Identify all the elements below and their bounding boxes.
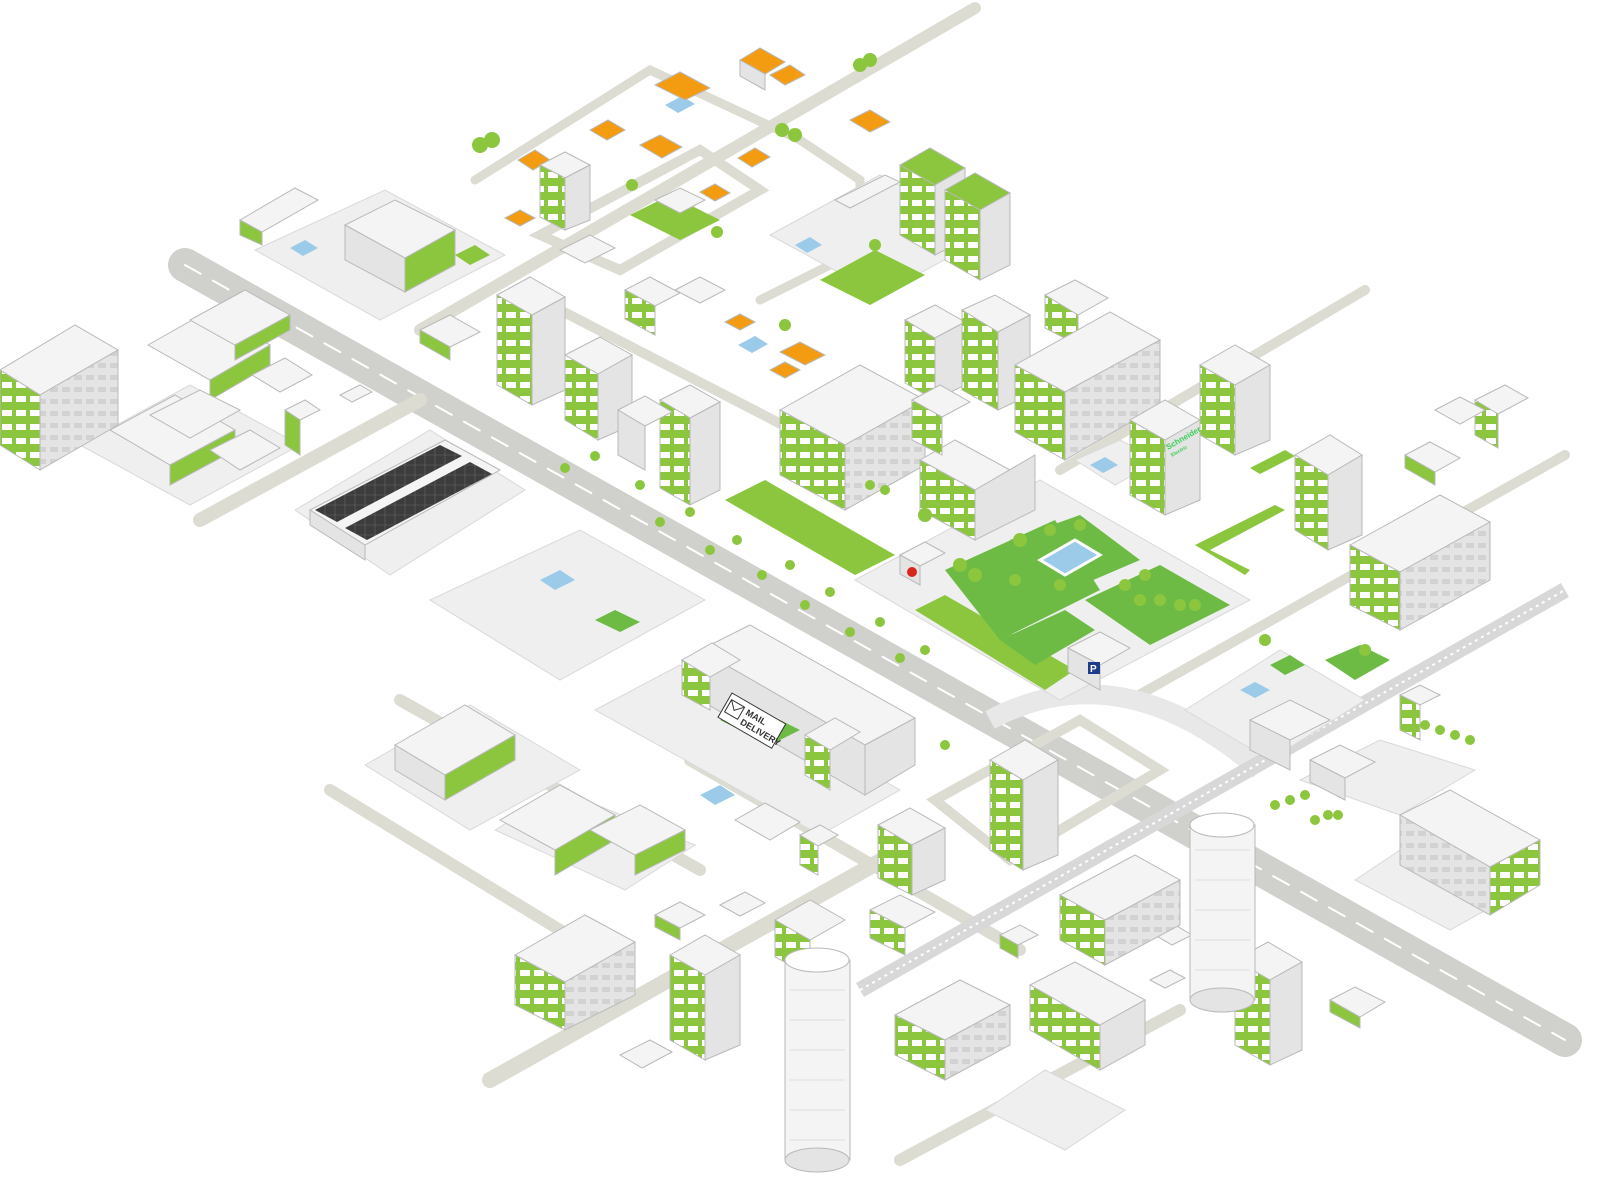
park-lawn-b	[1000, 610, 1095, 665]
lawn-strip-1	[725, 480, 895, 575]
tower-mid	[910, 384, 1036, 541]
office-south-center	[1058, 854, 1182, 966]
cylinder-tower-north	[1189, 812, 1256, 1013]
train-station	[1248, 684, 1442, 801]
mail-delivery-lot	[593, 664, 902, 836]
house-garden	[630, 195, 720, 240]
shed-northwest	[238, 187, 320, 246]
envelope-icon	[723, 699, 746, 721]
lawn-strip-2	[915, 595, 1075, 690]
station-plaza	[1184, 649, 1366, 761]
east-lawn	[1325, 645, 1390, 680]
tower-east-2	[1294, 434, 1363, 551]
parking-lot-west	[428, 529, 707, 681]
empty-lot-south	[984, 1069, 1126, 1151]
tower-east-1	[1198, 344, 1272, 456]
overpass-bridge	[985, 684, 1267, 778]
towers-north-center	[903, 279, 1110, 411]
buildings	[0, 47, 1542, 1081]
road-south	[324, 784, 566, 936]
office-block-west	[0, 324, 119, 471]
curved-lawn	[1195, 505, 1285, 575]
road-north-diagonal	[414, 2, 981, 336]
metro-entrance	[898, 541, 947, 586]
village-houses	[418, 47, 902, 379]
mail-delivery-sign: MAIL DELIVERY	[717, 692, 787, 749]
office-south-2	[893, 979, 1012, 1081]
slab-building-center	[778, 364, 927, 511]
tower-center-3	[616, 384, 722, 506]
schneider-tower	[1128, 399, 1202, 516]
tower-south-1	[989, 739, 1059, 871]
gas-station	[343, 199, 457, 293]
slab-building-north	[1013, 311, 1162, 461]
road-northeast	[1125, 450, 1570, 705]
houses-south	[618, 802, 1387, 1069]
factory-south-west	[394, 704, 687, 876]
parking-sign: P	[1066, 631, 1132, 691]
parking-label: P	[1090, 664, 1097, 675]
tower-south-2	[876, 807, 947, 896]
highway-lane-line	[184, 264, 1566, 1041]
village-green	[820, 250, 925, 305]
office-south-west	[513, 914, 637, 1031]
cylinder-tower-south	[784, 947, 851, 1173]
metro-icon	[907, 567, 917, 577]
trees	[472, 53, 1475, 825]
house-pool	[738, 336, 768, 353]
tower-north-green	[898, 147, 1012, 281]
village-pool	[665, 96, 695, 113]
slab-building-east	[1348, 494, 1492, 631]
tower-center-1	[495, 276, 567, 406]
tower-south-3	[668, 934, 742, 1061]
office-east-station	[1398, 789, 1542, 916]
office-south-3	[1028, 961, 1147, 1071]
road-west	[193, 393, 427, 527]
solar-warehouse	[308, 439, 502, 561]
railway	[856, 583, 1569, 997]
houses-far-east	[1403, 384, 1530, 486]
swimming-pool	[1037, 538, 1103, 577]
sheds-west	[108, 289, 374, 486]
